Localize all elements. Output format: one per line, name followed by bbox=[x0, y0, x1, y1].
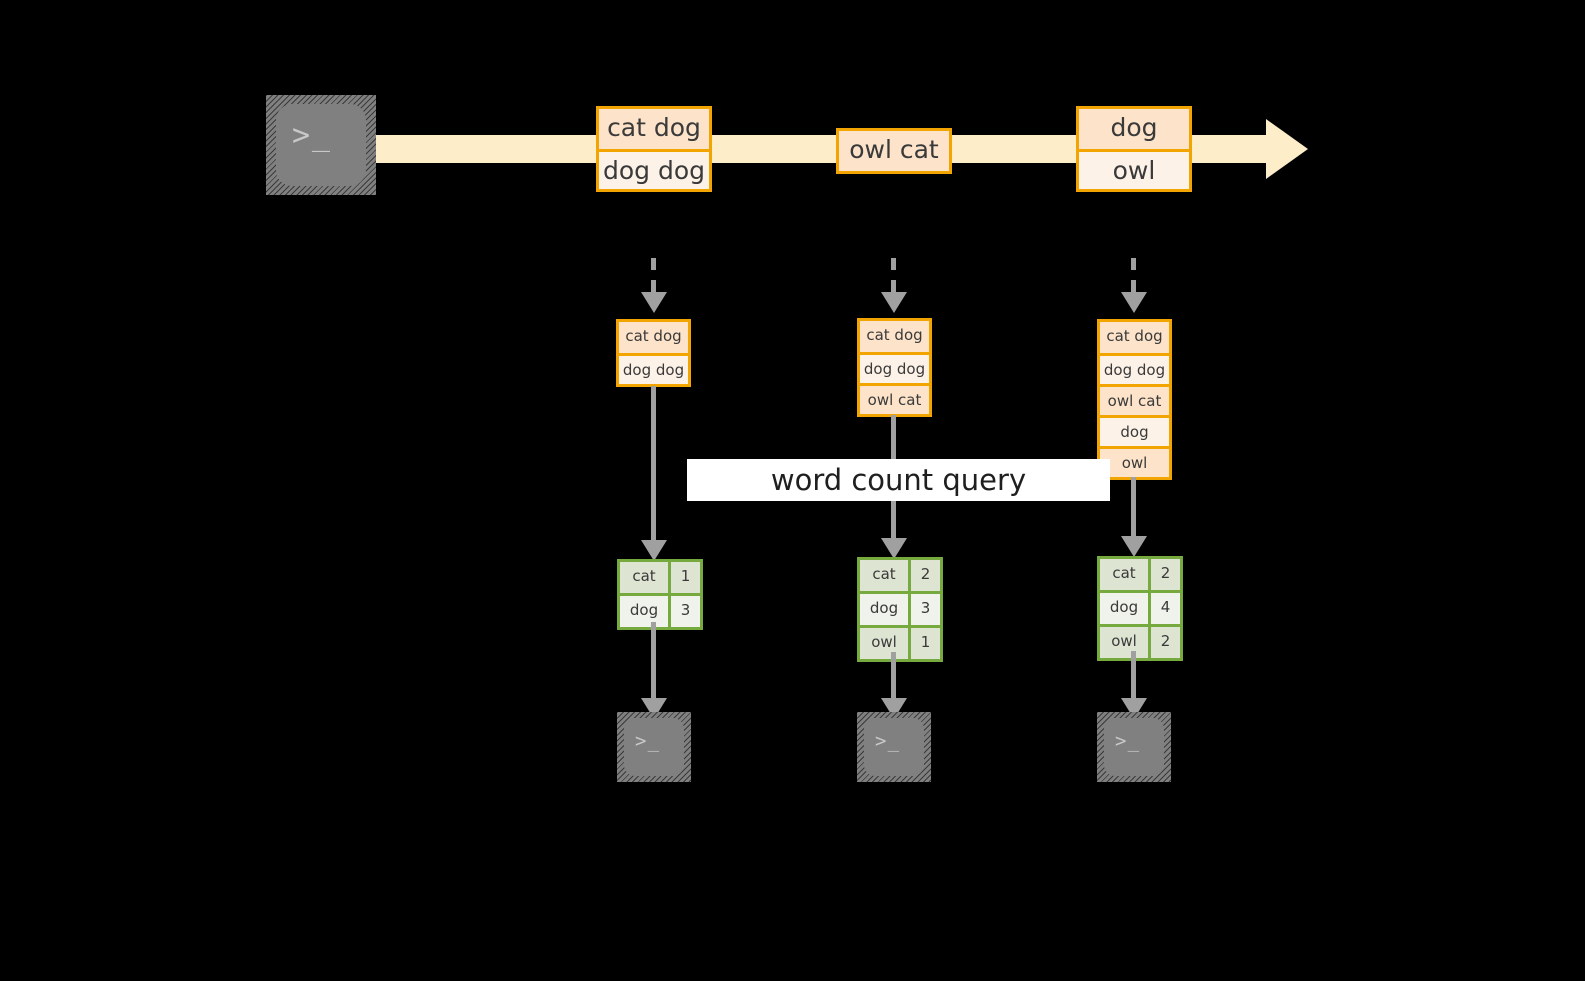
input-row: owl cat bbox=[860, 383, 929, 414]
stream-batch-1[interactable]: cat dog dog dog bbox=[596, 106, 712, 192]
result-word: owl bbox=[860, 628, 908, 659]
result-row: owl 2 bbox=[1100, 624, 1180, 658]
terminal-screen bbox=[624, 718, 684, 776]
result-row: owl 1 bbox=[860, 625, 940, 659]
result-count: 3 bbox=[668, 596, 700, 627]
snapshot-1-sink-terminal-icon: >_ bbox=[617, 712, 691, 782]
snapshot-1-query-line bbox=[651, 386, 656, 546]
snapshot-1-query-arrowhead bbox=[641, 540, 667, 561]
input-row: dog bbox=[1100, 415, 1169, 446]
result-count: 4 bbox=[1148, 593, 1180, 624]
snapshot-1-input-table[interactable]: cat dog dog dog bbox=[616, 319, 691, 387]
result-count: 1 bbox=[668, 562, 700, 593]
input-row: dog dog bbox=[619, 353, 688, 384]
query-label-band: word count query bbox=[687, 459, 1110, 501]
snapshot-3-result-table[interactable]: cat 2 dog 4 owl 2 bbox=[1097, 556, 1183, 661]
result-word: owl bbox=[1100, 627, 1148, 658]
input-row: cat dog bbox=[619, 322, 688, 353]
snapshot-2-ingest-line bbox=[891, 258, 896, 294]
terminal-prompt-glyph: >_ bbox=[635, 730, 661, 752]
snapshot-2-sink-line bbox=[891, 652, 896, 704]
terminal-prompt-glyph: >_ bbox=[875, 730, 901, 752]
result-row: cat 2 bbox=[1100, 559, 1180, 590]
result-row: cat 2 bbox=[860, 560, 940, 591]
stream-batch-1-row: dog dog bbox=[599, 149, 709, 189]
result-count: 2 bbox=[1148, 627, 1180, 658]
stream-batch-1-row: cat dog bbox=[599, 109, 709, 149]
source-terminal-icon: >_ bbox=[266, 95, 376, 195]
result-word: dog bbox=[620, 596, 668, 627]
result-word: cat bbox=[620, 562, 668, 593]
terminal-screen bbox=[1104, 718, 1164, 776]
result-word: cat bbox=[1100, 559, 1148, 590]
snapshot-1-ingest-arrowhead bbox=[641, 292, 667, 313]
input-row: owl bbox=[1100, 446, 1169, 477]
snapshot-1-sink-line bbox=[651, 622, 656, 704]
stream-batch-3-row: dog bbox=[1079, 109, 1189, 149]
snapshot-2-ingest-arrowhead bbox=[881, 292, 907, 313]
snapshot-1-result-table[interactable]: cat 1 dog 3 bbox=[617, 559, 703, 630]
snapshot-3-ingest-line bbox=[1131, 258, 1136, 294]
result-row: dog 3 bbox=[620, 593, 700, 627]
snapshot-1-ingest-line bbox=[651, 258, 656, 294]
input-row: dog dog bbox=[860, 352, 929, 383]
snapshot-3-sink-line bbox=[1131, 651, 1136, 704]
result-word: cat bbox=[860, 560, 908, 591]
stream-batch-2-row: owl cat bbox=[839, 131, 949, 171]
input-row: owl cat bbox=[1100, 384, 1169, 415]
result-row: dog 3 bbox=[860, 591, 940, 625]
snapshot-3-query-line bbox=[1131, 477, 1136, 541]
stream-batch-2[interactable]: owl cat bbox=[836, 128, 952, 174]
snapshot-3-sink-terminal-icon: >_ bbox=[1097, 712, 1171, 782]
result-count: 2 bbox=[908, 560, 940, 591]
snapshot-2-query-arrowhead bbox=[881, 538, 907, 559]
input-row: dog dog bbox=[1100, 353, 1169, 384]
snapshot-2-input-table[interactable]: cat dog dog dog owl cat bbox=[857, 318, 932, 417]
snapshot-2-sink-terminal-icon: >_ bbox=[857, 712, 931, 782]
result-row: dog 4 bbox=[1100, 590, 1180, 624]
stream-arrow-head bbox=[1266, 119, 1308, 179]
result-row: cat 1 bbox=[620, 562, 700, 593]
result-word: dog bbox=[1100, 593, 1148, 624]
snapshot-3-query-arrowhead bbox=[1121, 536, 1147, 557]
input-row: cat dog bbox=[860, 321, 929, 352]
stream-batch-3[interactable]: dog owl bbox=[1076, 106, 1192, 192]
snapshot-3-input-table[interactable]: cat dog dog dog owl cat dog owl bbox=[1097, 319, 1172, 480]
result-count: 3 bbox=[908, 594, 940, 625]
terminal-prompt-glyph: >_ bbox=[292, 118, 332, 153]
result-word: dog bbox=[860, 594, 908, 625]
terminal-prompt-glyph: >_ bbox=[1115, 730, 1141, 752]
snapshot-3-ingest-arrowhead bbox=[1121, 292, 1147, 313]
query-label: word count query bbox=[770, 463, 1027, 497]
snapshot-2-result-table[interactable]: cat 2 dog 3 owl 1 bbox=[857, 557, 943, 662]
result-count: 2 bbox=[1148, 559, 1180, 590]
terminal-screen bbox=[276, 104, 366, 186]
stream-batch-3-row: owl bbox=[1079, 149, 1189, 189]
terminal-screen bbox=[864, 718, 924, 776]
input-row: cat dog bbox=[1100, 322, 1169, 353]
result-count: 1 bbox=[908, 628, 940, 659]
